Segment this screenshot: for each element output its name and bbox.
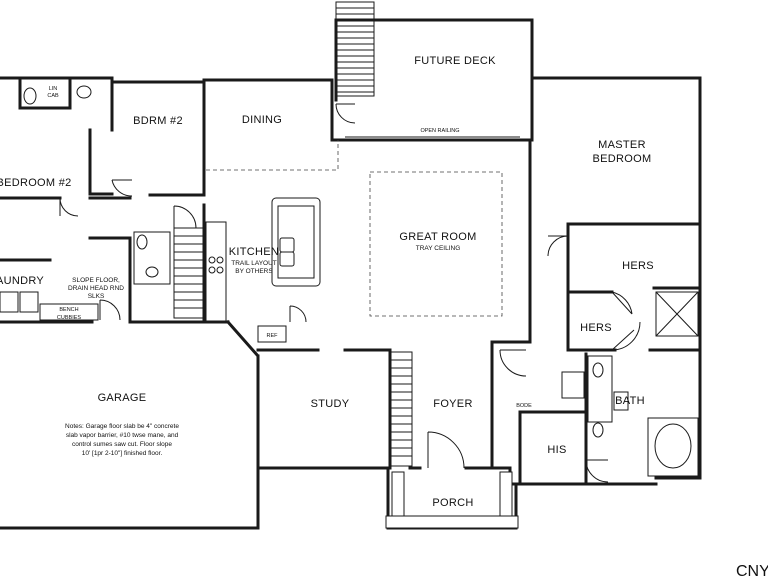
bench-cubbies [39,303,99,321]
garage-slab-note: Notes: Garage floor slab be 4" concrete … [65,423,179,457]
laundry-label: AUNDRY [0,275,44,287]
dining-dashed-line [206,140,339,171]
slope-note-line1: SLOPE FLOOR, [72,277,120,284]
deck-stairs [335,1,375,97]
washer [0,291,19,313]
garage-note-line3: control sumes saw cut. Floor slope [72,441,172,448]
sink-icon [76,85,92,99]
porch-label: PORCH [432,497,473,509]
shower [655,291,699,337]
bath-label: BATH [615,395,645,407]
future-deck-label: FUTURE DECK [414,55,496,67]
dryer [19,291,39,313]
hers-closet-label: HERS [622,260,654,272]
sink-icon [592,422,604,438]
kitchen-note-line2: BY OTHERS [235,268,273,275]
bdrm2-label: BDRM #2 [133,115,183,127]
slope-note-line2: DRAIN HEAD RND [68,285,124,292]
foyer-label: FOYER [433,398,472,410]
master-bedroom-label-line1: MASTER [598,139,646,151]
his-label: HIS [547,444,566,456]
refrigerator [257,325,287,343]
great-room-label: GREAT ROOM [399,231,476,243]
open-railing-label: OPEN RAILING [420,128,459,134]
garage-note-line1: Notes: Garage floor slab be 4" concrete [65,423,179,430]
kitchen-counter [205,221,227,323]
study-label: STUDY [311,398,350,410]
sink-icon [592,362,604,378]
linen-cabinet [561,371,585,399]
bode-label: BODE [516,403,532,409]
garage-note-line2: slab vapor barrier, #10 twse mane, and [66,432,179,439]
toilet-icon [136,234,148,250]
watermark-text: CNY [736,563,768,576]
master-bedroom-label-line2: BEDROOM [593,153,652,165]
bedroom2-label: BEDROOM #2 [0,177,72,189]
door-swings [59,179,641,483]
kitchen-note-line1: TRAIL LAYOUT [231,260,277,267]
slope-note-line3: SLKS [88,293,105,300]
toilet-icon [613,391,629,411]
tray-ceiling-label: TRAY CEILING [416,245,461,252]
cubbies-label: CUBBIES [57,315,81,321]
kitchen-island [271,197,321,287]
dining-label: DINING [242,114,282,126]
deck-door-swing [335,103,356,124]
sink-icon [145,266,159,278]
garage-note-line4: 10' [1pr 2-10"] finished floor. [82,450,163,457]
bathtub [647,417,699,477]
hall-stair-treads [390,359,412,457]
bench-label: BENCH [59,307,78,313]
toilet-icon [23,87,37,105]
hers-bath-label: HERS [580,322,612,334]
porch [385,466,519,530]
kitchen-label: KITCHEN [229,246,279,258]
vanity-cabinet [133,231,171,285]
bath-vanity [587,355,613,423]
linen-cab-label: CAB [47,93,59,99]
linen-label: LIN [49,86,58,92]
tray-ceiling-outline [369,171,503,317]
garage-label: GARAGE [98,392,147,404]
kitchen-stair-treads [174,235,204,309]
ref-label: REF [267,333,279,339]
